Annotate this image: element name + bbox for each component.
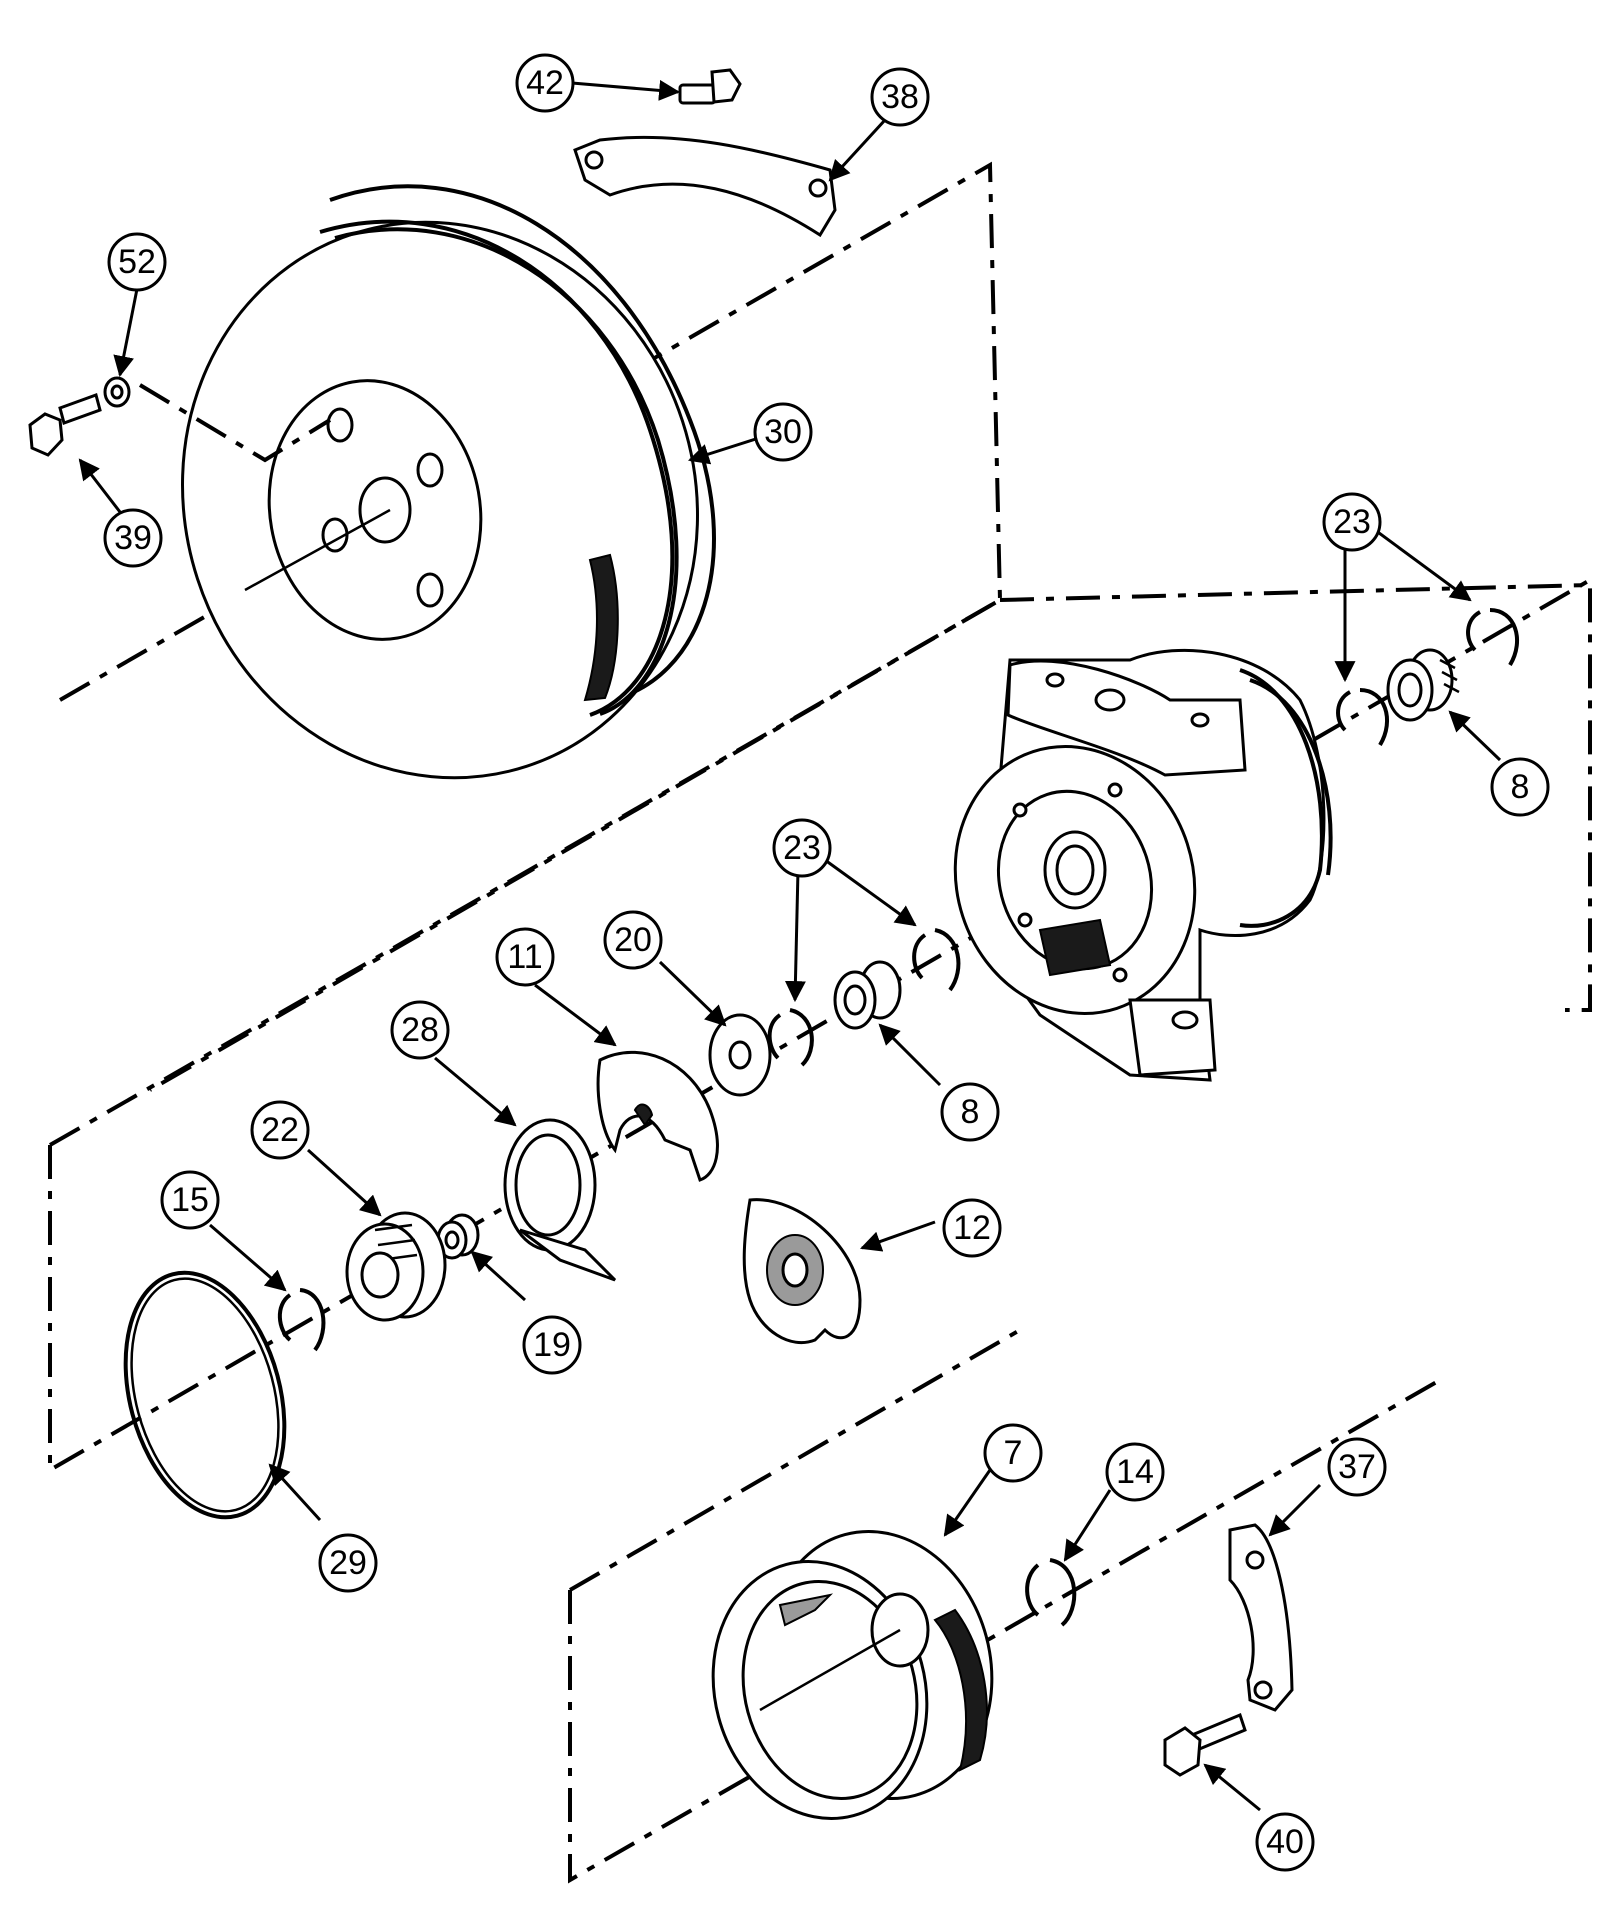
callout-52-label: 52 [118,243,156,281]
callout-37: 37 [1327,1437,1387,1497]
callout-42-label: 42 [526,64,564,102]
callout-8-right: 8 [1490,757,1550,817]
large-pulley-part [138,184,716,780]
o-ring-29-part [123,1270,287,1520]
top-bracket-part [573,135,837,238]
bolt-39-part [28,393,102,457]
callout-15: 15 [160,1170,220,1230]
callout-20-label: 20 [614,921,652,959]
callout-28: 28 [390,1000,450,1060]
callout-11-label: 11 [507,938,542,976]
callout-39: 39 [103,508,163,568]
callout-15-label: 15 [171,1181,209,1219]
callout-38: 38 [870,67,930,127]
callout-7: 7 [983,1423,1043,1483]
snap-ring-23-middle-right [912,928,961,992]
fitting-22-part [345,1211,447,1322]
washer-20-part [708,1013,772,1097]
callout-20: 20 [603,910,663,970]
main-housing-part [953,648,1333,1082]
middle-assembly-outline-top [49,583,1591,1147]
snap-ring-23-right-outer [1466,608,1520,667]
snap-ring-15-part [277,1288,326,1352]
middle-assembly-outline [48,576,1592,1474]
callout-28-label: 28 [401,1011,439,1049]
lower-assembly-outline [568,1328,1441,1884]
plate-12-part [742,1198,862,1345]
callout-12: 12 [942,1198,1002,1258]
callout-19: 19 [522,1315,582,1375]
plate-11-part [596,1050,719,1182]
nut-19-part [436,1213,480,1260]
callout-39-label: 39 [114,519,152,557]
callout-40: 40 [1255,1812,1315,1872]
callout-29: 29 [318,1533,378,1593]
callout-23-middle-label: 23 [783,829,821,867]
callout-23-right: 23 [1322,492,1382,552]
callout-8-middle: 8 [940,1082,1000,1142]
washer-52-part [103,376,131,408]
callout-7-label: 7 [1004,1434,1023,1472]
snap-ring-23-right-inner [1336,688,1390,747]
callout-11: 11 [495,927,555,987]
bracket-37-part [1228,1523,1294,1712]
callout-8-right-label: 8 [1511,768,1530,806]
callout-52: 52 [107,232,167,292]
callout-30-label: 30 [764,413,802,451]
callouts: 42 38 52 30 39 23 8 23 [103,53,1550,1872]
callout-23-middle: 23 [772,818,832,878]
callout-14: 14 [1105,1442,1165,1502]
callout-14-label: 14 [1116,1453,1154,1491]
callout-22: 22 [250,1100,310,1160]
small-pulley-7-part [711,1530,994,1820]
callout-8-middle-label: 8 [961,1093,980,1131]
snap-ring-14-part [1025,1558,1077,1627]
plate-28-part [503,1118,617,1282]
callout-19-label: 19 [533,1326,571,1364]
leader-lines [78,79,1502,1812]
snap-ring-23-middle-left [767,1008,814,1067]
callout-30: 30 [753,402,813,462]
callout-40-label: 40 [1266,1823,1304,1861]
callout-29-label: 29 [329,1544,367,1582]
callout-38-label: 38 [881,78,919,116]
top-bolt-part [678,68,742,105]
bushing-8-right [1386,648,1460,722]
callout-42: 42 [515,53,575,113]
callout-12-label: 12 [953,1209,991,1247]
bolt-40-part [1163,1712,1247,1777]
callout-37-label: 37 [1338,1448,1376,1486]
callout-23-right-label: 23 [1333,503,1371,541]
callout-22-label: 22 [261,1111,299,1149]
bushing-8-middle [833,960,902,1030]
